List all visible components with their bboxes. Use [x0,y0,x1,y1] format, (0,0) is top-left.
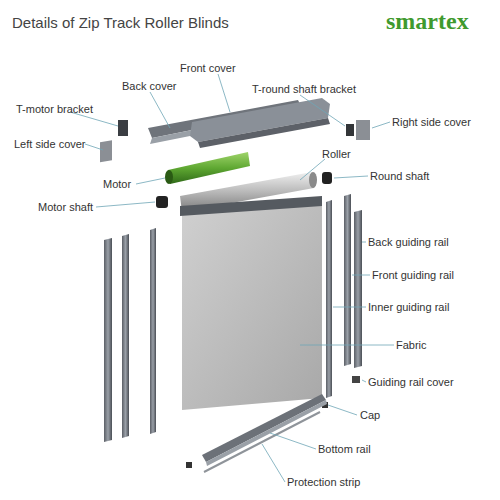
diagram-title: Details of Zip Track Roller Blinds [12,14,229,31]
part-label: Front cover [180,62,236,75]
part-label: Protection strip [287,476,360,489]
part-label: Roller [322,148,351,161]
part-label: Cap [360,409,380,422]
part-label: Fabric [396,339,427,352]
brand-logo: smartex [386,8,469,34]
part-label: Left side cover [14,138,86,151]
part-label: Bottom rail [318,443,371,456]
part-label: T-motor bracket [16,103,93,116]
part-label: Right side cover [392,116,471,129]
part-label: Motor [103,178,131,191]
part-label: Round shaft [370,170,429,183]
part-label: Back guiding rail [368,236,449,249]
part-label: Motor shaft [38,201,93,214]
part-label: Inner guiding rail [368,301,449,314]
part-label: Front guiding rail [372,269,454,282]
part-label: T-round shaft bracket [252,83,356,96]
part-label: Back cover [122,80,176,93]
part-label: Guiding rail cover [368,376,454,389]
